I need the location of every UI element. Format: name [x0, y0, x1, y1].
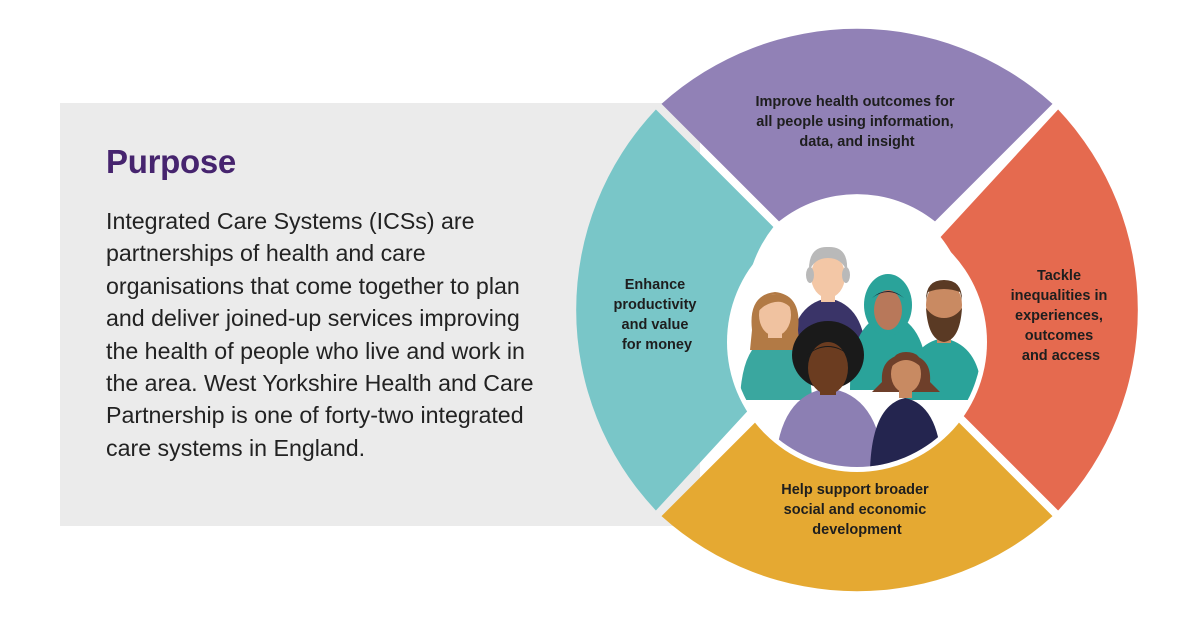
segment-top-line: data, and insight — [799, 134, 914, 150]
segment-top-line: Improve health outcomes for — [755, 94, 954, 110]
person-man-afro — [775, 321, 884, 467]
segment-right-line: and access — [1022, 348, 1100, 364]
segment-left — [576, 109, 774, 511]
person-woman-long-hair — [740, 292, 812, 400]
segment-bottom-label: Help support broader social and economic… — [781, 482, 932, 538]
segment-right-line: inequalities in — [1011, 288, 1108, 304]
segment-bottom-line: social and economic — [784, 502, 927, 518]
segment-left-line: and value — [622, 317, 689, 333]
segment-right — [940, 109, 1138, 511]
segment-bottom-line: Help support broader — [781, 482, 929, 498]
segment-right-line: experiences, — [1015, 308, 1103, 324]
segment-bottom-line: development — [812, 522, 902, 538]
panel-title: Purpose — [106, 143, 236, 180]
segment-right-line: outcomes — [1025, 328, 1094, 344]
segment-left-line: for money — [622, 337, 692, 353]
segment-right-label: Tackle inequalities in experiences, outc… — [1011, 268, 1112, 364]
segment-left-line: productivity — [613, 297, 696, 313]
segment-left-line: Enhance — [625, 277, 685, 293]
panel-body-text: Integrated Care Systems (ICSs) are partn… — [106, 208, 534, 461]
segment-left-label: Enhance productivity and value for money — [613, 277, 700, 353]
segment-top — [661, 28, 1053, 222]
segment-top-line: all people using information, — [756, 114, 953, 130]
segment-top-label: Improve health outcomes for all people u… — [755, 94, 958, 150]
segment-right-line: Tackle — [1037, 268, 1081, 284]
segment-bottom — [661, 398, 1053, 592]
